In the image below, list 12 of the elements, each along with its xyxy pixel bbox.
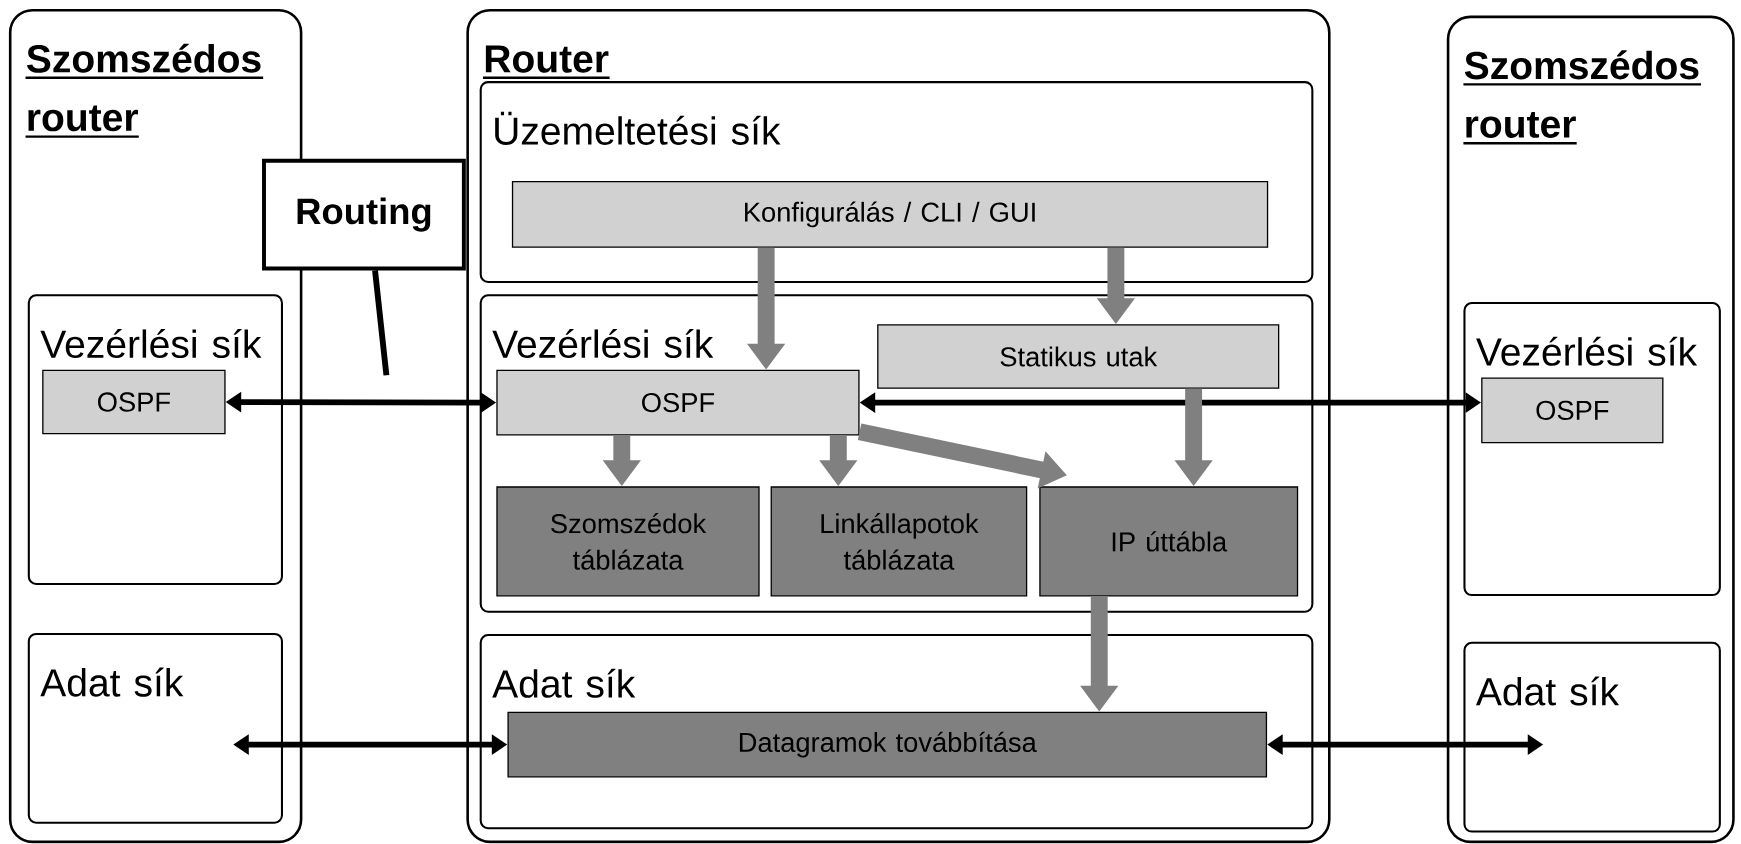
table-box: IP úttábla	[1039, 486, 1299, 597]
plane-panel: Adat sík	[27, 632, 283, 824]
process-box: Statikus utak	[877, 324, 1280, 389]
process-box: OSPF	[42, 369, 226, 435]
process-box: Konfigurálás / CLI / GUI	[511, 181, 1269, 248]
leader-line	[372, 270, 390, 376]
plane-panel: Adat sík	[1463, 641, 1721, 833]
process-box: OSPF	[1481, 377, 1664, 444]
process-box: OSPF	[496, 369, 860, 436]
callout-box: Routing	[262, 158, 466, 271]
table-box: Szomszédok táblázata	[496, 486, 760, 597]
table-box: Linkállapotok táblázata	[770, 486, 1028, 597]
